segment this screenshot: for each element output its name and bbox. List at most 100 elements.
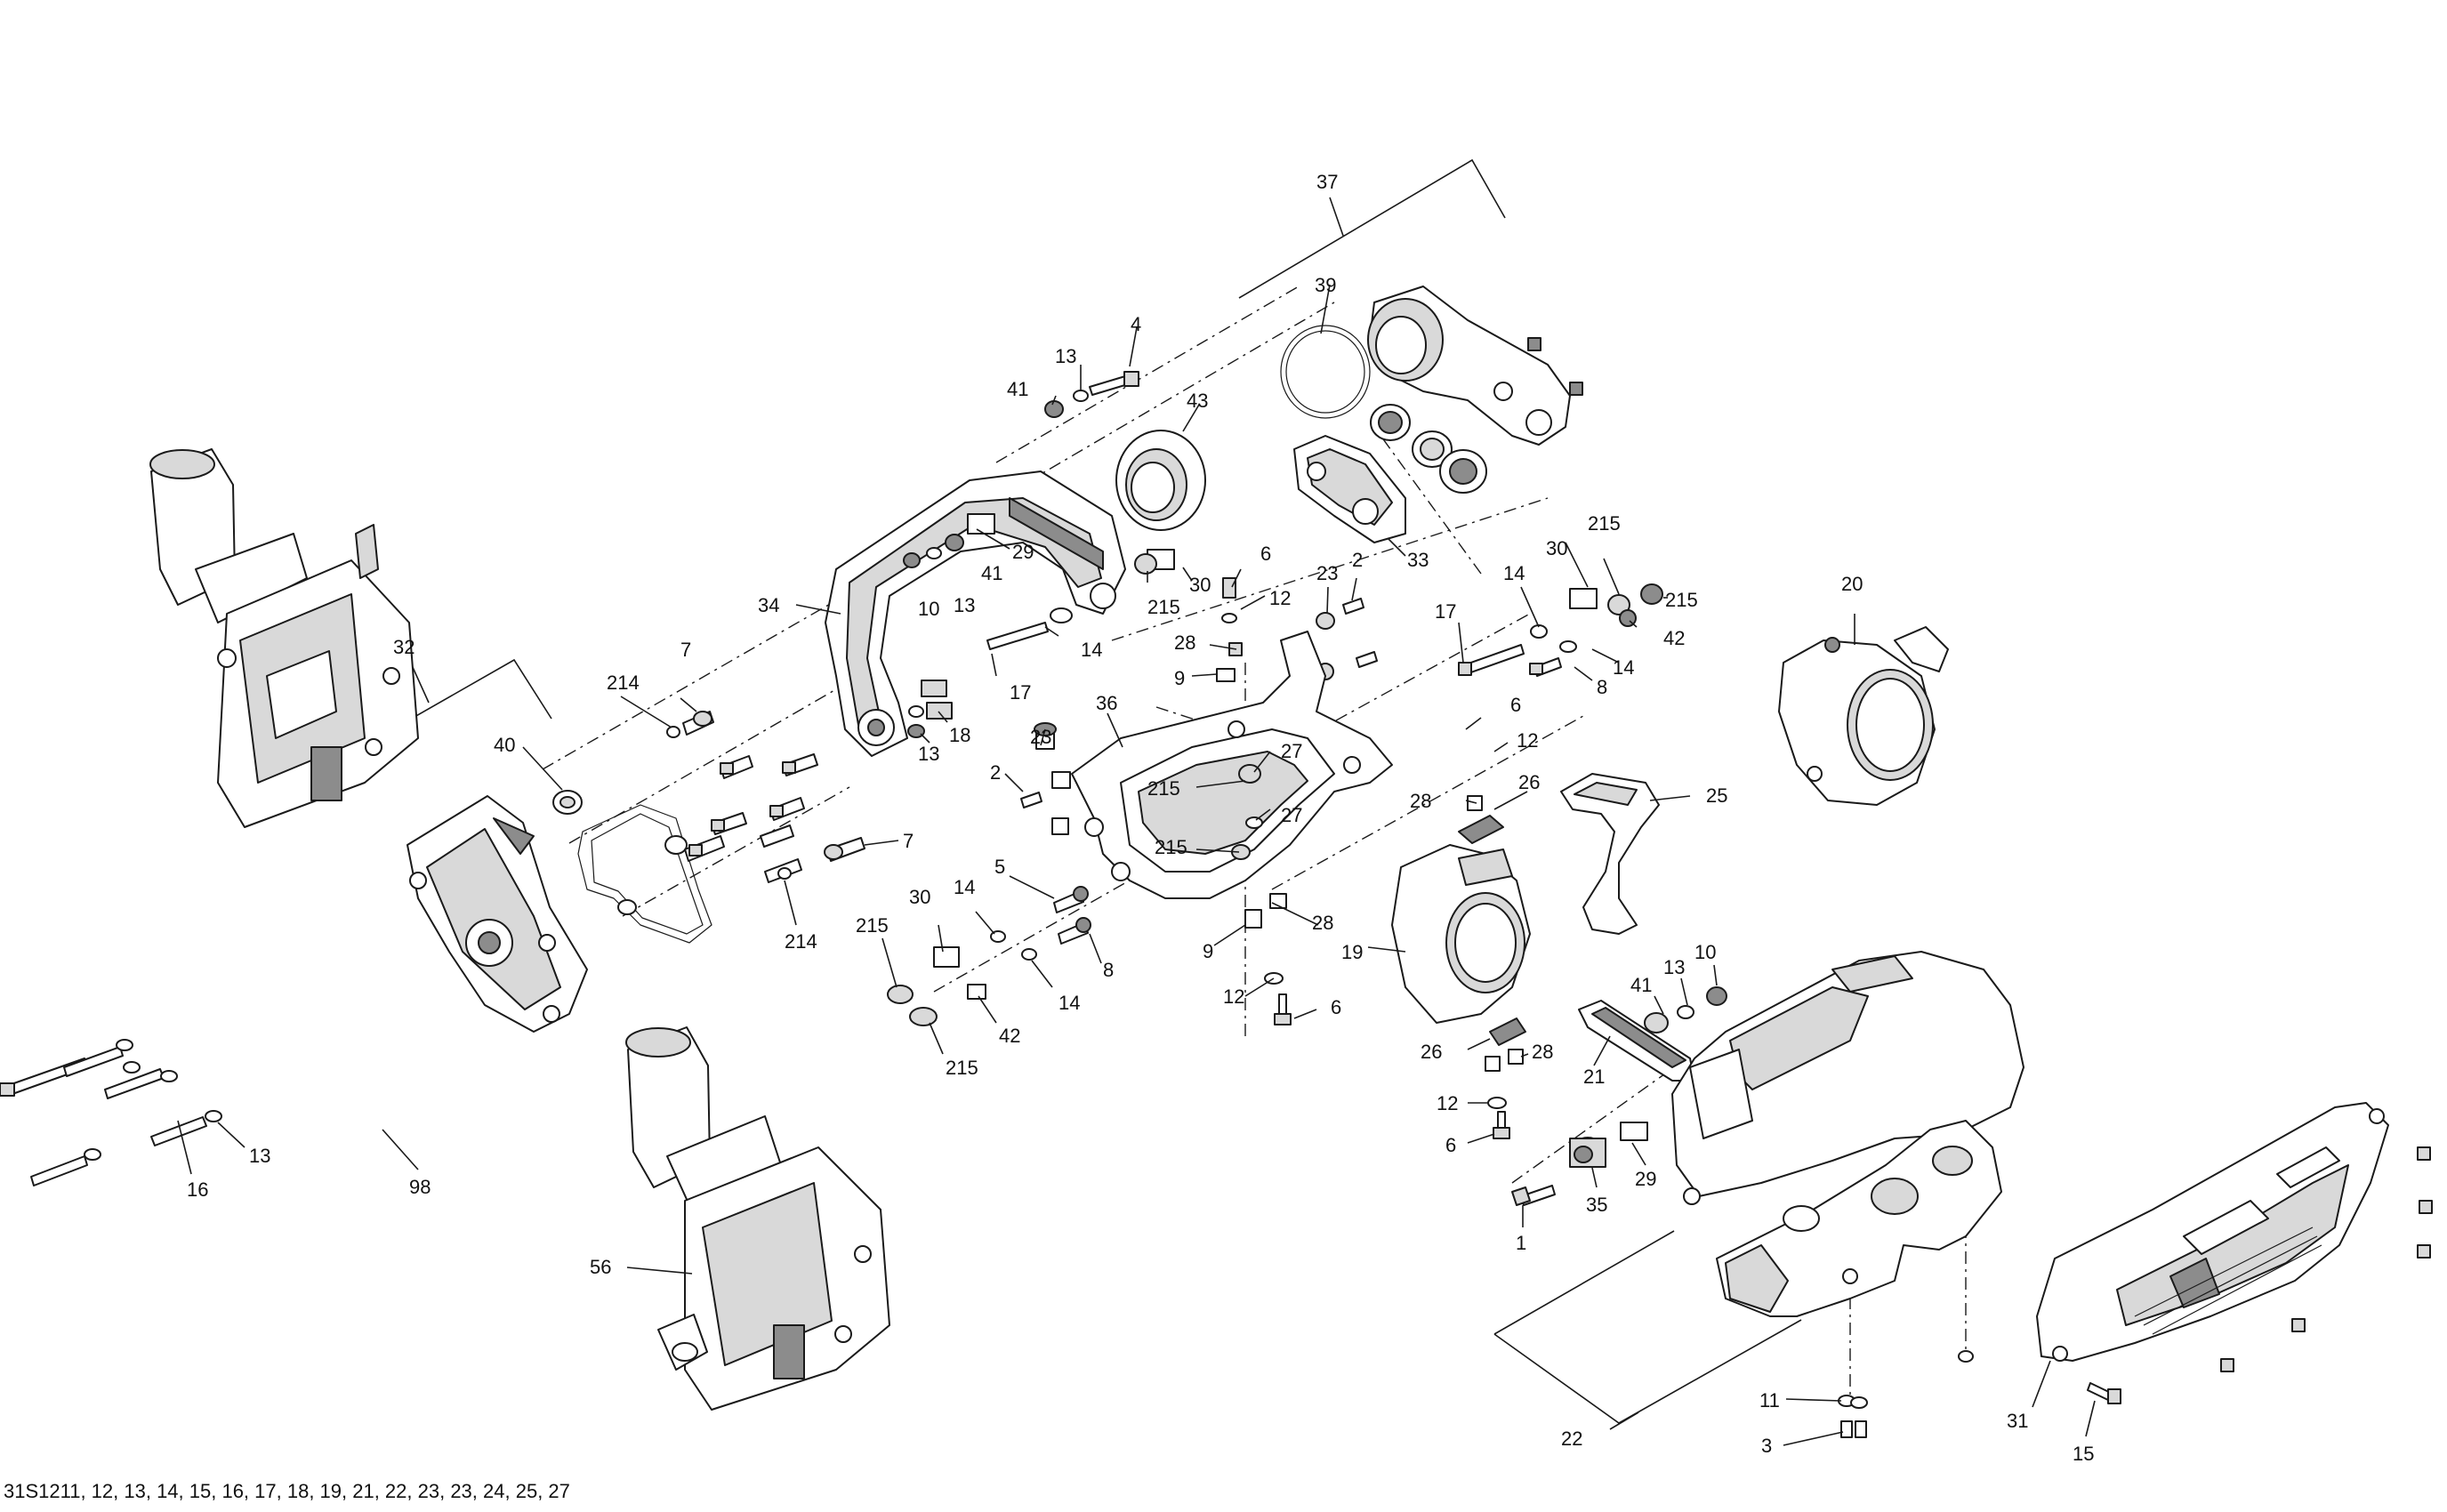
callout-42: 42 — [1663, 627, 1685, 649]
callout-26: 26 — [1421, 1041, 1442, 1063]
bearing-housing-37 — [1367, 286, 1583, 446]
callout-43: 43 — [1187, 390, 1208, 412]
callout-10: 10 — [918, 598, 939, 620]
callout-34: 34 — [758, 594, 779, 616]
frame-fasteners — [887, 722, 1292, 1026]
manifold-lower-22 — [1716, 1120, 2002, 1438]
callout-29: 29 — [1012, 541, 1034, 563]
callout-35: 35 — [1586, 1194, 1607, 1216]
callout-32: 32 — [393, 636, 415, 658]
screws-15 — [2087, 1146, 2433, 1404]
callout-30: 30 — [909, 886, 930, 908]
callout-13: 13 — [1055, 345, 1076, 367]
callout-215: 215 — [1155, 836, 1187, 858]
callout-7: 7 — [680, 639, 691, 661]
callout-20: 20 — [1841, 573, 1863, 595]
callout-2: 2 — [990, 761, 1001, 784]
link-21 — [1578, 986, 1727, 1082]
callout-56: 56 — [590, 1256, 611, 1278]
callout-6: 6 — [1445, 1134, 1456, 1156]
actuator-motor-98 — [149, 448, 419, 828]
callout-21: 21 — [1583, 1066, 1605, 1088]
callout-13: 13 — [918, 743, 939, 765]
callout-214: 214 — [607, 672, 640, 694]
seal-39 — [1280, 325, 1487, 494]
callout-28: 28 — [1312, 912, 1333, 934]
callout-27: 27 — [1281, 804, 1302, 826]
callout-16: 16 — [187, 1178, 208, 1201]
callout-30: 30 — [1189, 574, 1211, 596]
callout-25: 25 — [1706, 784, 1727, 807]
callout-1: 1 — [1516, 1232, 1526, 1254]
fasteners-upper — [903, 371, 1378, 738]
callout-98: 98 — [409, 1176, 431, 1198]
callout-14: 14 — [954, 876, 975, 898]
callout-40: 40 — [494, 734, 515, 756]
callout-41: 41 — [1007, 378, 1028, 400]
pads-26 — [1458, 795, 1526, 1139]
callout-14: 14 — [1081, 639, 1102, 661]
callout-14: 14 — [1613, 656, 1634, 679]
callout-39: 39 — [1315, 274, 1336, 296]
washer-214 — [666, 726, 680, 738]
callout-42: 42 — [999, 1025, 1020, 1047]
callout-6: 6 — [1331, 996, 1341, 1018]
callout-8: 8 — [1103, 959, 1114, 981]
callout-23: 23 — [1030, 726, 1051, 748]
actuator-motor-56 — [625, 1026, 890, 1411]
callout-11: 11 — [1759, 1389, 1780, 1411]
cover-33 — [1293, 435, 1406, 543]
callout-3: 3 — [1761, 1435, 1772, 1457]
strap-25 — [1560, 773, 1660, 935]
leader-lines — [177, 284, 2096, 1446]
washer-13 — [205, 1110, 222, 1122]
callout-14: 14 — [1503, 562, 1525, 584]
callout-4: 4 — [1131, 313, 1141, 335]
figure-reference-code: 31S1211, 12, 13, 14, 15, 16, 17, 18, 19,… — [4, 1480, 570, 1502]
callout-6: 6 — [1260, 543, 1271, 565]
bolts-16 — [0, 1039, 222, 1186]
callout-8: 8 — [1597, 676, 1607, 698]
callout-215: 215 — [1665, 589, 1698, 611]
callout-37: 37 — [1316, 171, 1338, 193]
callout-13: 13 — [249, 1145, 270, 1167]
callout-36: 36 — [1096, 692, 1117, 714]
callout-17: 17 — [1010, 681, 1031, 704]
callout-215: 215 — [856, 914, 889, 937]
housing-cover-32 — [406, 795, 588, 1033]
bearing-43 — [1115, 430, 1206, 531]
intake-duct-19 — [1391, 844, 1531, 1024]
callout-215: 215 — [1147, 777, 1180, 800]
callout-28: 28 — [1410, 790, 1431, 812]
callout-14: 14 — [1058, 992, 1080, 1014]
callout-18: 18 — [949, 724, 970, 746]
callout-28: 28 — [1532, 1041, 1553, 1063]
spacer-35 — [1511, 1122, 1648, 1206]
callout-6: 6 — [1510, 694, 1521, 716]
callout-33: 33 — [1407, 549, 1429, 571]
callout-15: 15 — [2073, 1443, 2094, 1465]
callout-7: 7 — [903, 830, 914, 852]
callout-12: 12 — [1517, 729, 1538, 752]
callout-labels: 37 39 4 13 41 43 29 41 10 13 33 30 215 6… — [187, 171, 2094, 1465]
callout-12: 12 — [1269, 587, 1291, 609]
callout-9: 9 — [1174, 667, 1185, 689]
frame-36 — [1071, 631, 1393, 899]
washer-13 — [1073, 390, 1089, 402]
callout-214: 214 — [785, 930, 817, 953]
callout-30: 30 — [1546, 537, 1567, 559]
callout-26: 26 — [1518, 771, 1540, 793]
callout-13: 13 — [1663, 956, 1685, 978]
callout-2: 2 — [1352, 549, 1363, 571]
callout-31: 31 — [2007, 1410, 2028, 1432]
callout-28: 28 — [1174, 631, 1195, 654]
tube-20 — [1778, 626, 1949, 806]
callout-27: 27 — [1281, 740, 1302, 762]
callout-215: 215 — [1588, 512, 1621, 535]
bracket-37 — [1238, 158, 1506, 299]
callout-23: 23 — [1316, 562, 1338, 584]
bracket-22 — [1493, 1230, 1675, 1335]
callout-19: 19 — [1341, 941, 1363, 963]
callout-5: 5 — [994, 856, 1005, 878]
